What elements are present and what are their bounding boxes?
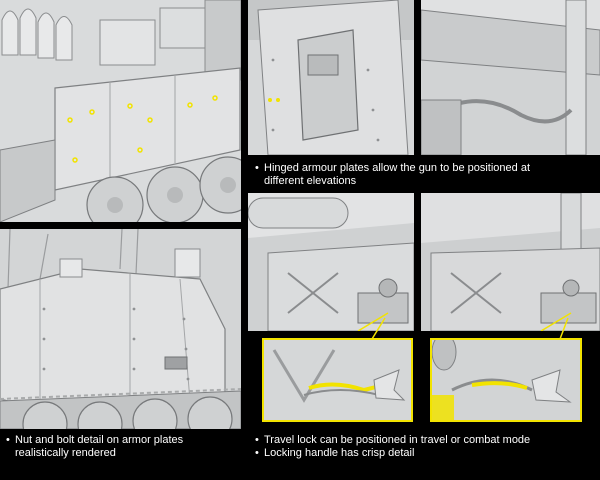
caption-travel-lock: •Travel lock can be positioned in travel… [255, 434, 595, 460]
bullet-icon: • [255, 162, 259, 174]
travel-lock-combat-render [421, 193, 600, 331]
gun-mount-render [421, 0, 600, 155]
render-panel-travel-lock-travel [248, 193, 414, 331]
caption-hinged-line1: •Hinged armour plates allow the gun to b… [255, 162, 531, 174]
render-panel-hull-top [0, 0, 241, 222]
caption-travel-lock-line1: •Travel lock can be positioned in travel… [255, 434, 531, 446]
travel-lock-travel-render [248, 193, 414, 331]
caption-hinged-plates: •Hinged armour plates allow the gun to b… [255, 162, 595, 188]
caption-travel-lock-line2: •Locking handle has crisp detail [255, 447, 415, 459]
render-panel-gun-mount [421, 0, 600, 155]
render-panel-vehicle [0, 229, 241, 429]
callout-combat-render [432, 340, 580, 420]
callout-travel-render [264, 340, 411, 420]
caption-nut-bolt-line2: realistically rendered [15, 447, 116, 459]
callout-inset-combat [430, 338, 582, 422]
callout-inset-travel [262, 338, 413, 422]
hull-top-render [0, 0, 241, 222]
render-panel-travel-lock-combat [421, 193, 600, 331]
caption-hinged-line2: different elevations [264, 175, 357, 187]
caption-nut-bolt: •Nut and bolt detail on armor plates rea… [6, 434, 241, 460]
vehicle-render [0, 229, 241, 429]
render-panel-hinge-closeup [248, 0, 414, 155]
hinge-closeup-render [248, 0, 414, 155]
caption-nut-bolt-line1: •Nut and bolt detail on armor plates [6, 434, 184, 446]
